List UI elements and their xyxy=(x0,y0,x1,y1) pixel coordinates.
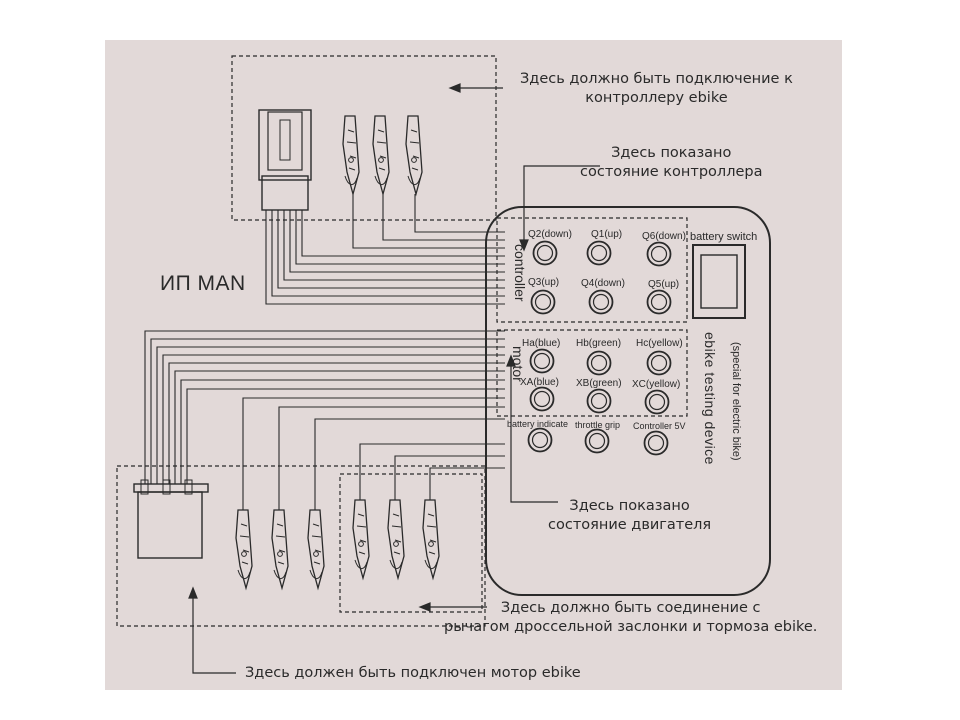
motor-lights-group xyxy=(496,329,688,417)
top-clip-1-icon xyxy=(342,115,360,195)
motor-status-note: Здесь показано состояние двигателя xyxy=(548,498,712,533)
watermark: ИП MAN xyxy=(160,272,246,295)
motor-group-label: motor xyxy=(510,346,526,382)
led-xc-label: XC(yellow) xyxy=(632,379,680,390)
top-clip-3-icon xyxy=(405,115,423,195)
controller-status-note: Здесь показано состояние контроллера xyxy=(580,145,763,180)
motor-connector-icon xyxy=(133,479,209,559)
led-battery xyxy=(527,427,553,453)
led-hc-label: Hc(yellow) xyxy=(636,338,683,349)
device-subtitle: (special for electric bike) xyxy=(730,342,742,461)
led-xb-label: XB(green) xyxy=(576,378,622,389)
led-battery-label: battery indicate xyxy=(507,419,568,429)
led-q3-label: Q3(up) xyxy=(528,277,559,288)
top-clip-2-icon xyxy=(372,115,390,195)
clip-wires xyxy=(242,397,505,510)
led-q3 xyxy=(530,289,556,315)
annotation-arrows xyxy=(188,83,600,674)
led-xc xyxy=(644,389,670,415)
led-q5 xyxy=(646,289,672,315)
led-xa xyxy=(529,386,555,412)
motor-clip-1-icon xyxy=(235,509,253,589)
led-q2-label: Q2(down) xyxy=(528,229,572,240)
diagram-paper xyxy=(105,40,842,690)
led-q5-label: Q5(up) xyxy=(648,279,679,290)
led-q2 xyxy=(532,240,558,266)
led-q1-label: Q1(up) xyxy=(591,229,622,240)
throttle-clip-2-icon xyxy=(387,499,405,579)
led-q6 xyxy=(646,241,672,267)
controller-connector-group xyxy=(231,55,497,221)
throttle-brake-note: Здесь должно быть соединение с рычагом д… xyxy=(444,600,818,635)
led-q6-label: Q6(down) xyxy=(642,231,686,242)
motor-clip-2-icon xyxy=(271,509,289,589)
led-q4-label: Q4(down) xyxy=(581,278,625,289)
led-throttle xyxy=(584,428,610,454)
throttle-clip-1-icon xyxy=(352,499,370,579)
led-hb-label: Hb(green) xyxy=(576,338,621,349)
device-name: ebike testing device xyxy=(702,332,718,465)
led-hc xyxy=(646,350,672,376)
controller-connection-note: Здесь должно быть подключение к контролл… xyxy=(520,71,793,106)
led-ha xyxy=(529,348,555,374)
battery-switch xyxy=(692,244,746,319)
battery-switch-label: battery switch xyxy=(690,231,757,243)
led-q1 xyxy=(586,240,612,266)
controller-wires xyxy=(265,194,505,305)
status-leds xyxy=(527,427,669,456)
controller-connector-icon xyxy=(258,109,312,211)
led-xb xyxy=(586,388,612,414)
led-xa-label: XA(blue) xyxy=(520,377,559,388)
led-throttle-label: throttle grip xyxy=(575,420,620,430)
throttle-brake-group xyxy=(339,473,483,613)
motor-connection-note: Здесь должен быть подключен мотор ebike xyxy=(245,665,581,681)
throttle-clip-3-icon xyxy=(422,499,440,579)
led-hb xyxy=(586,350,612,376)
led-controller-5v xyxy=(643,430,669,456)
motor-wires xyxy=(144,330,505,484)
led-ha-label: Ha(blue) xyxy=(522,338,560,349)
device-body xyxy=(485,206,771,596)
controller-lights-group xyxy=(496,217,688,323)
led-q4 xyxy=(588,289,614,315)
controller-group-label: controller xyxy=(512,244,528,302)
motor-clip-3-icon xyxy=(307,509,325,589)
motor-connector-group xyxy=(116,465,486,627)
led-controller-5v-label: Controller 5V xyxy=(633,421,686,431)
